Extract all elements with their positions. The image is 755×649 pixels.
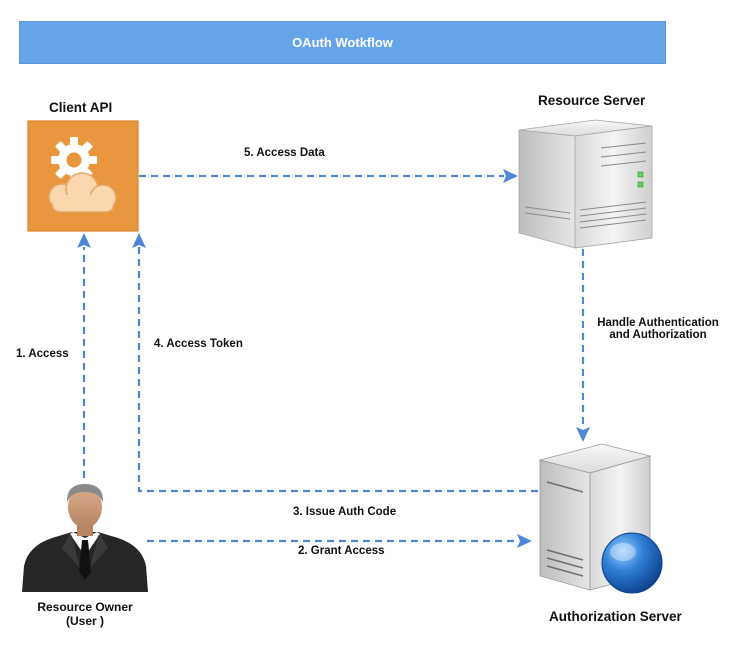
client-api-node bbox=[27, 120, 139, 232]
authorization-server-label: Authorization Server bbox=[549, 609, 682, 624]
resource-owner-label-line2: (User ) bbox=[65, 614, 104, 628]
handle-auth-label-line1: Handle Authentication bbox=[597, 317, 719, 329]
access-token-arrowhead bbox=[132, 233, 146, 248]
resource-server-label: Resource Server bbox=[538, 93, 646, 108]
businessman-icon bbox=[22, 484, 148, 592]
access-label: 1. Access bbox=[16, 348, 69, 360]
access-arrowhead bbox=[77, 233, 91, 248]
issue-auth-code-label: 3. Issue Auth Code bbox=[293, 506, 397, 518]
cloud-icon bbox=[48, 172, 117, 213]
access-data-arrowhead bbox=[503, 169, 518, 183]
grant-access-label: 2. Grant Access bbox=[298, 545, 385, 557]
workflow-title-banner: OAuth Wotkflow bbox=[19, 21, 666, 64]
grant-access-arrowhead bbox=[517, 534, 532, 548]
handle-auth-label-line2: and Authorization bbox=[609, 329, 707, 341]
edges bbox=[82, 174, 585, 543]
handle-auth-label: Handle Authentication and Authorization bbox=[588, 317, 728, 341]
access-data-label: 5. Access Data bbox=[244, 147, 325, 159]
resource-owner-label-line1: Resource Owner bbox=[37, 600, 133, 614]
access-token-label: 4. Access Token bbox=[154, 338, 243, 350]
handle-auth-arrowhead bbox=[576, 427, 590, 442]
server-tower-icon bbox=[518, 119, 653, 249]
server-globe-icon bbox=[538, 443, 663, 594]
client-api-label: Client API bbox=[49, 100, 113, 115]
access-token-arrow-line bbox=[137, 247, 538, 493]
workflow-title: OAuth Wotkflow bbox=[292, 35, 393, 50]
resource-owner-label: Resource Owner (User ) bbox=[20, 600, 150, 628]
globe-icon bbox=[601, 532, 663, 594]
arrowheads bbox=[77, 169, 590, 548]
